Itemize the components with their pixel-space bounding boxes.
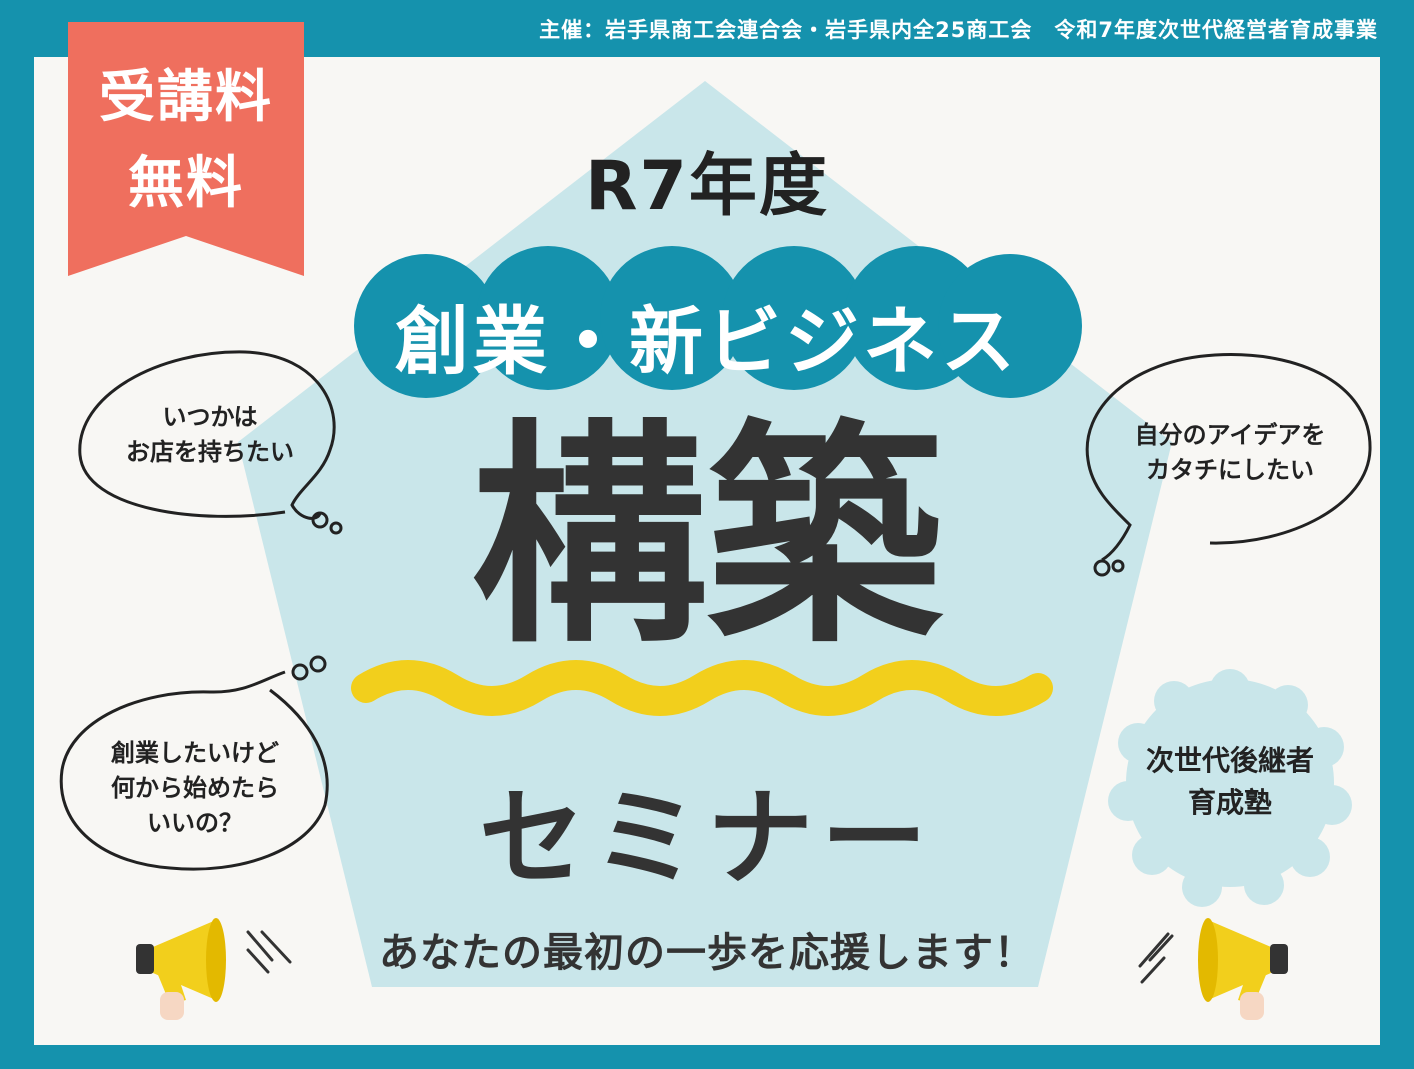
juku-badge: 次世代後継者 育成塾 — [1120, 740, 1340, 824]
subtitle-business: 創業・新ビジネス — [395, 299, 1019, 385]
juku-badge-line1: 次世代後継者 — [1145, 744, 1314, 777]
speech-top-right-line1: 自分のアイデアを — [1134, 421, 1326, 449]
juku-badge-shape — [1108, 669, 1352, 907]
speech-top-left-line2: お店を持ちたい — [126, 437, 294, 466]
seminar-title: セミナー — [479, 777, 935, 900]
speech-bottom-left: 創業したいけど 何から始めたら いいの？ — [75, 736, 315, 840]
free-tag-line2: 無料 — [128, 151, 244, 216]
year-title: R7年度 — [585, 147, 829, 226]
speech-top-left: いつかは お店を持ちたい — [100, 400, 320, 470]
speech-top-right-line2: カタチにしたい — [1146, 455, 1314, 484]
speech-bottom-left-line1: 創業したいけど — [111, 739, 279, 767]
speech-top-left-line1: いつかは — [162, 403, 258, 431]
speech-top-right: 自分のアイデアを カタチにしたい — [1110, 418, 1350, 488]
organizer-text: 主催：岩手県商工会連合会・岩手県内全25商工会 令和7年度次世代経営者育成事業 — [539, 18, 1378, 42]
free-tag — [68, 22, 304, 276]
juku-badge-line2: 育成塾 — [1187, 786, 1272, 819]
tagline: あなたの最初の一歩を応援します！ — [379, 930, 1035, 976]
main-title: 構築 — [470, 400, 943, 675]
speech-bottom-left-line3: いいの？ — [147, 808, 243, 837]
speech-bottom-left-line2: 何から始めたら — [111, 773, 279, 802]
free-tag-line1: 受講料 — [99, 65, 273, 130]
